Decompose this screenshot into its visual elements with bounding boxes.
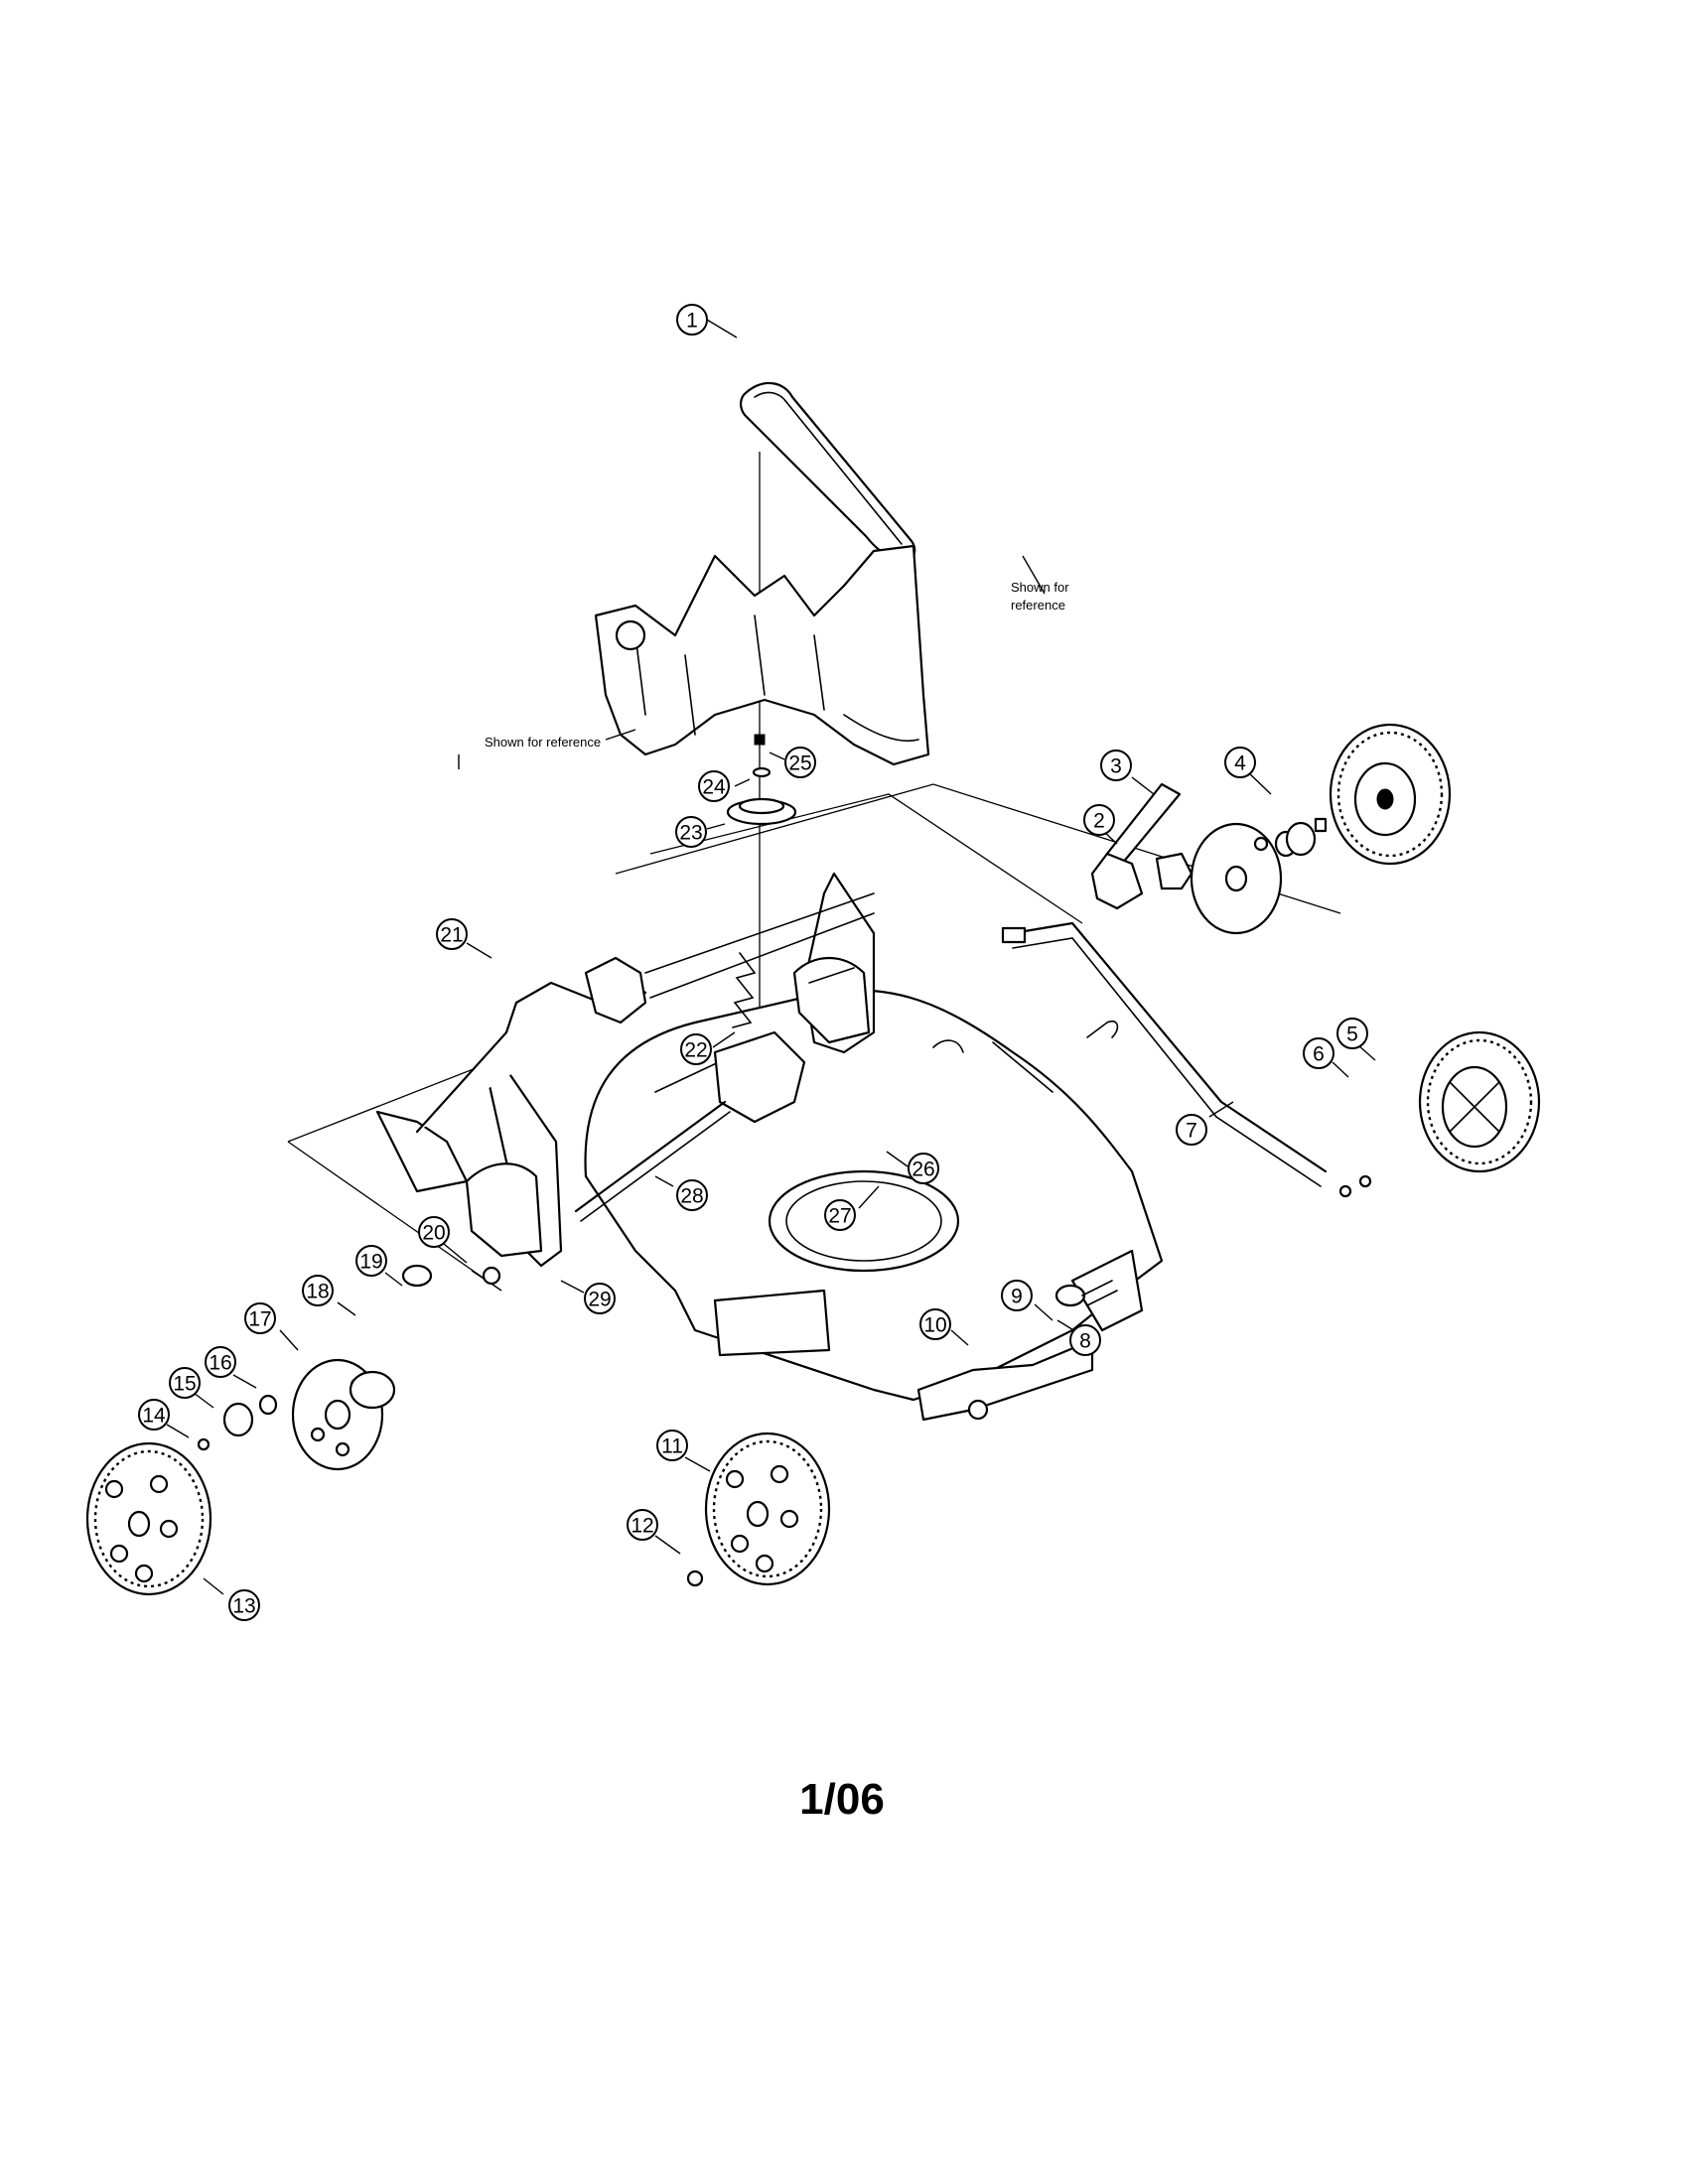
- callout-27: 27: [824, 1199, 856, 1231]
- callout-18: 18: [302, 1275, 334, 1306]
- callout-label: 23: [679, 822, 702, 845]
- callout-label: 28: [680, 1185, 703, 1208]
- callout-21: 21: [436, 918, 468, 950]
- callout-label: 12: [631, 1515, 653, 1538]
- callout-label: 26: [912, 1159, 934, 1181]
- right-height-adjuster: [792, 872, 876, 1054]
- callout-label: 17: [248, 1308, 271, 1331]
- callout-label: 20: [422, 1222, 445, 1245]
- callout-28: 28: [676, 1179, 708, 1211]
- callout-label: 2: [1093, 810, 1105, 833]
- callout-15: 15: [169, 1367, 201, 1399]
- callout-label: 3: [1110, 755, 1122, 778]
- callout-1: 1: [676, 304, 708, 336]
- callout-19: 19: [355, 1245, 387, 1277]
- callout-24: 24: [698, 770, 730, 802]
- right-front-wheel: [1418, 1030, 1541, 1173]
- callout-label: 15: [173, 1373, 196, 1396]
- callout-label: 4: [1234, 752, 1246, 775]
- spring: [732, 952, 757, 1028]
- callout-label: 7: [1186, 1120, 1197, 1143]
- callout-label: 27: [828, 1205, 851, 1228]
- callout-10: 10: [919, 1308, 951, 1340]
- callout-5: 5: [1336, 1018, 1368, 1049]
- callout-25: 25: [784, 747, 816, 778]
- small-hardware: [197, 817, 1372, 1587]
- callout-label: 24: [702, 776, 726, 799]
- callout-3: 3: [1100, 750, 1132, 781]
- front-lift-rod: [1001, 921, 1328, 1187]
- page-code: 1/06: [799, 1775, 885, 1824]
- callout-9: 9: [1001, 1280, 1033, 1311]
- callout-12: 12: [627, 1509, 658, 1541]
- callout-14: 14: [138, 1399, 170, 1431]
- reference-note-deck-line2: reference: [1011, 598, 1065, 613]
- callout-label: 29: [588, 1289, 611, 1311]
- pulley-stack: [726, 734, 797, 826]
- callout-label: 5: [1346, 1024, 1358, 1046]
- callout-label: 18: [306, 1281, 329, 1303]
- callout-11: 11: [656, 1430, 688, 1461]
- callout-8: 8: [1069, 1324, 1101, 1356]
- adjuster-lever: [1090, 782, 1193, 910]
- callout-13: 13: [228, 1589, 260, 1621]
- callout-label: 11: [661, 1435, 683, 1458]
- callout-label: 6: [1313, 1043, 1325, 1066]
- leader-lines: [166, 319, 1376, 1595]
- callout-20: 20: [418, 1216, 450, 1248]
- left-rear-wheel: [85, 1441, 212, 1596]
- callout-label: 22: [684, 1039, 707, 1062]
- callout-16: 16: [205, 1346, 236, 1378]
- right-rear-hubcap: [1190, 822, 1283, 935]
- left-front-wheel: [704, 1432, 831, 1586]
- callout-17: 17: [244, 1302, 276, 1334]
- callout-23: 23: [675, 816, 707, 848]
- callout-label: 14: [142, 1405, 166, 1428]
- callout-label: 16: [209, 1352, 231, 1375]
- callout-4: 4: [1224, 747, 1256, 778]
- callout-2: 2: [1083, 804, 1115, 836]
- callout-label: 1: [686, 310, 698, 333]
- callout-label: 19: [359, 1251, 382, 1274]
- callout-26: 26: [908, 1153, 939, 1184]
- callout-label: 25: [788, 752, 811, 775]
- belt-cover: [594, 544, 930, 766]
- callout-label: 13: [232, 1595, 255, 1618]
- callout-6: 6: [1303, 1037, 1334, 1069]
- rear-lift-rod: [375, 892, 875, 1193]
- callout-label: 21: [440, 924, 463, 947]
- callout-label: 9: [1011, 1286, 1023, 1308]
- right-rear-wheel: [1329, 723, 1452, 866]
- front-handle-bracket: [916, 1249, 1144, 1422]
- callout-label: 10: [923, 1314, 946, 1337]
- left-height-adjuster: [465, 1060, 563, 1268]
- callout-29: 29: [584, 1283, 616, 1314]
- callout-label: 8: [1079, 1330, 1091, 1353]
- reference-note-deck-line1: Shown for: [1011, 580, 1069, 595]
- drive-belt: [740, 381, 916, 563]
- callout-22: 22: [680, 1033, 712, 1065]
- callout-7: 7: [1176, 1114, 1207, 1146]
- reference-note-belt-cover: Shown for reference: [485, 735, 601, 750]
